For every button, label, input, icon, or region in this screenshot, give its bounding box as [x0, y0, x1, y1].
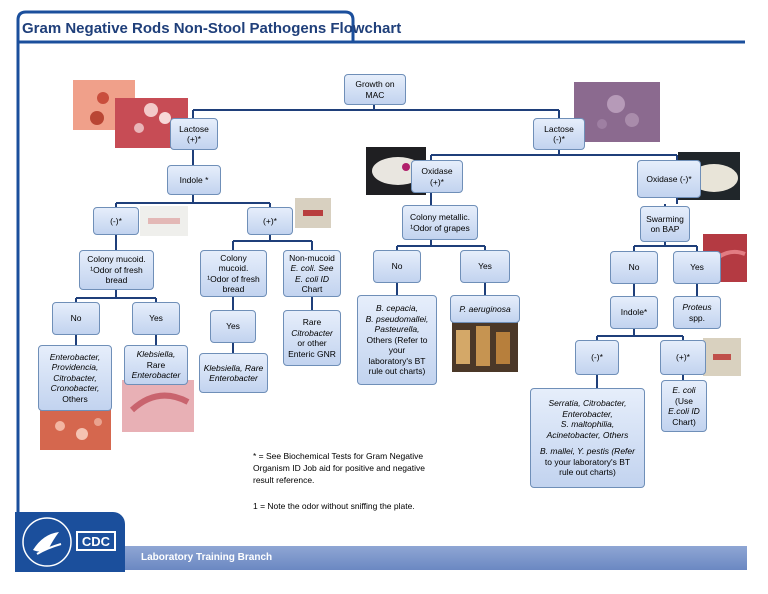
lactose-negative-box: Lactose(-)*: [533, 118, 585, 150]
no-oxidase-box: No: [373, 250, 421, 283]
indole-negative-left-box: (-)*: [93, 207, 139, 235]
connector-lines: [75, 104, 698, 388]
bcepacia-box: B. cepacia,B. pseudomallei,Pasteurella,O…: [357, 295, 437, 385]
footer-bar: [125, 546, 747, 570]
indole-negative-right-box: (-)*: [575, 340, 619, 375]
hhs-eagle-icon: [22, 517, 72, 567]
indole-neg-photo: [140, 206, 188, 236]
mac-lactose-pos-photo: [73, 80, 188, 148]
hhs-logo-block: [15, 512, 125, 572]
indole-right-box: Indole*: [610, 296, 658, 329]
oxidase-negative-box: Oxidase (-)*: [637, 160, 701, 198]
indole-positive-right-box: (+)*: [660, 340, 706, 375]
no-swarming-box: No: [610, 251, 658, 284]
indole-pos-right-photo: [703, 338, 741, 376]
lactose-neg-photo: [574, 82, 660, 142]
asterisk-note: * = See Biochemical Tests for Gram Negat…: [253, 451, 425, 485]
footer-label: Laboratory Training Branch: [141, 552, 273, 563]
lactose-positive-box: Lactose(+)*: [170, 118, 218, 150]
yes-left-box: Yes: [132, 302, 180, 335]
yes-swarming-box: Yes: [673, 251, 721, 284]
oxidase-positive-box: Oxidase(+)*: [411, 160, 463, 193]
indole-left-box: Indole *: [167, 165, 221, 195]
serratia-list-box: Serratia, Citrobacter,Enterobacter,S. ma…: [530, 388, 645, 488]
colony-metallic-box: Colony metallic.¹Odor of grapes: [402, 205, 478, 240]
yes-mid-box: Yes: [210, 310, 256, 343]
yes-oxidase-box: Yes: [460, 250, 510, 283]
paeruginosa-photo: [452, 322, 518, 372]
odor-note: 1 = Note the odor without sniffing the p…: [253, 501, 415, 511]
indole-positive-left-box: (+)*: [247, 207, 293, 235]
enterobacter-list-box: Enterobacter,Providencia,Citrobacter,Cro…: [38, 345, 112, 411]
no-left-box: No: [52, 302, 100, 335]
klebsiella-photo: [122, 380, 194, 432]
enterobacter-photo: [40, 408, 111, 450]
cdc-logo: CDC: [76, 531, 116, 551]
indole-pos-photo: [295, 198, 331, 228]
page-title: Gram Negative Rods Non-Stool Pathogens F…: [22, 20, 402, 37]
paeruginosa-box: P. aeruginosa: [450, 295, 520, 323]
